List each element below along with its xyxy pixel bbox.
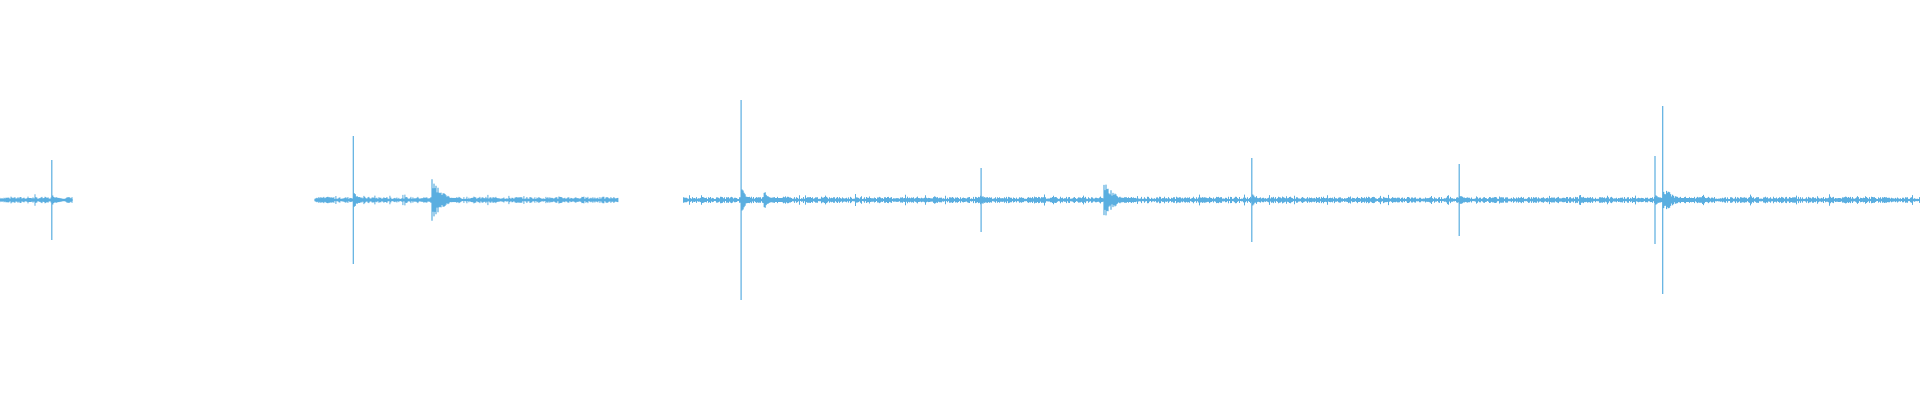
waveform-segments [0,194,1920,206]
waveform-peak [1458,164,1471,236]
waveform-peak [740,100,753,300]
waveform-peak [431,179,460,221]
waveform-peaks [51,100,1695,300]
waveform-peak [980,168,993,232]
waveform-peak [1666,190,1695,210]
waveform-peak [1251,158,1264,242]
waveform-peak [763,192,792,208]
waveform-peak [51,160,64,240]
waveform-peak [352,136,365,264]
waveform-segment [683,194,1920,206]
waveform-peak [1103,184,1132,216]
